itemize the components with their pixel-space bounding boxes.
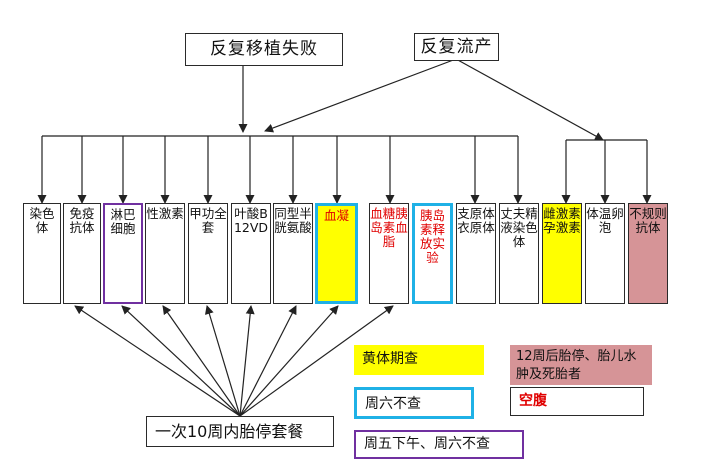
item-label: 雌激素孕激素 [543,206,581,235]
legend-saturday-label: 周六不查 [365,396,421,412]
item-label: 染色体 [29,206,55,235]
recurrent-miscarriage-box: 反复流产 [414,33,499,61]
item-label: 不规则抗体 [629,206,667,235]
legend-saturday: 周六不查 [354,387,474,419]
legend-after-12-weeks: 12周后胎停、胎儿水肿及死胎者 [510,345,652,385]
arrow-recurrent-to-right [455,58,604,141]
arrow-recurrent-to-bus [264,58,457,133]
implant-failure-box: 反复移植失败 [185,33,343,66]
legend-fasting-label: 空腹 [519,393,547,409]
item-label: 血糖胰岛素血脂 [370,206,408,249]
item-sex-hormone: 性激素 [145,203,185,304]
item-temperature-follicle: 体温卵泡 [585,203,625,304]
item-label: 叶酸B12VD [233,206,269,235]
item-label: 甲功全套 [189,206,227,235]
item-chromosome: 染色体 [23,203,61,304]
item-insulin-release-test: 胰岛素释放实验 [412,203,453,304]
item-glucose-insulin-lipid: 血糖胰岛素血脂 [369,203,409,304]
item-coagulation: 血凝 [315,203,358,304]
recurrent-miscarriage-label: 反复流产 [420,37,493,57]
item-label: 丈夫精液染色体 [500,206,538,249]
legend-fasting: 空腹 [510,387,644,416]
legend-after-12-weeks-label: 12周后胎停、胎儿水肿及死胎者 [516,349,637,382]
item-label: 免疫抗体 [69,206,95,235]
item-label: 性激素 [146,206,184,221]
item-thyroid-panel: 甲功全套 [188,203,228,304]
item-label: 血凝 [323,208,349,223]
item-husband-semen-chromosome: 丈夫精液染色体 [499,203,539,304]
package-box: 一次10周内胎停套餐 [146,416,334,447]
package-label: 一次10周内胎停套餐 [155,422,304,441]
item-label: 胰岛素释放实验 [419,208,445,265]
legend-luteal-label: 黄体期查 [362,351,418,367]
item-folate-b12-vd: 叶酸B12VD [231,203,271,304]
item-lymphocyte: 淋巴细胞 [103,203,143,304]
legend-friday-label: 周五下午、周六不查 [364,436,490,452]
item-immune-antibody: 免疫抗体 [63,203,101,304]
legend-luteal: 黄体期查 [354,345,484,375]
item-irregular-antibody: 不规则抗体 [628,203,668,304]
item-label: 支原体衣原体 [457,206,495,235]
item-mycoplasma-chlamydia: 支原体衣原体 [456,203,496,304]
implant-failure-label: 反复移植失败 [210,39,318,59]
item-label: 体温卵泡 [586,206,624,235]
item-label: 淋巴细胞 [110,207,136,236]
item-label: 同型半胱氨酸 [274,206,312,235]
item-homocysteine: 同型半胱氨酸 [273,203,313,304]
item-estrogen-progesterone: 雌激素孕激素 [542,203,582,304]
legend-friday: 周五下午、周六不查 [354,430,524,459]
